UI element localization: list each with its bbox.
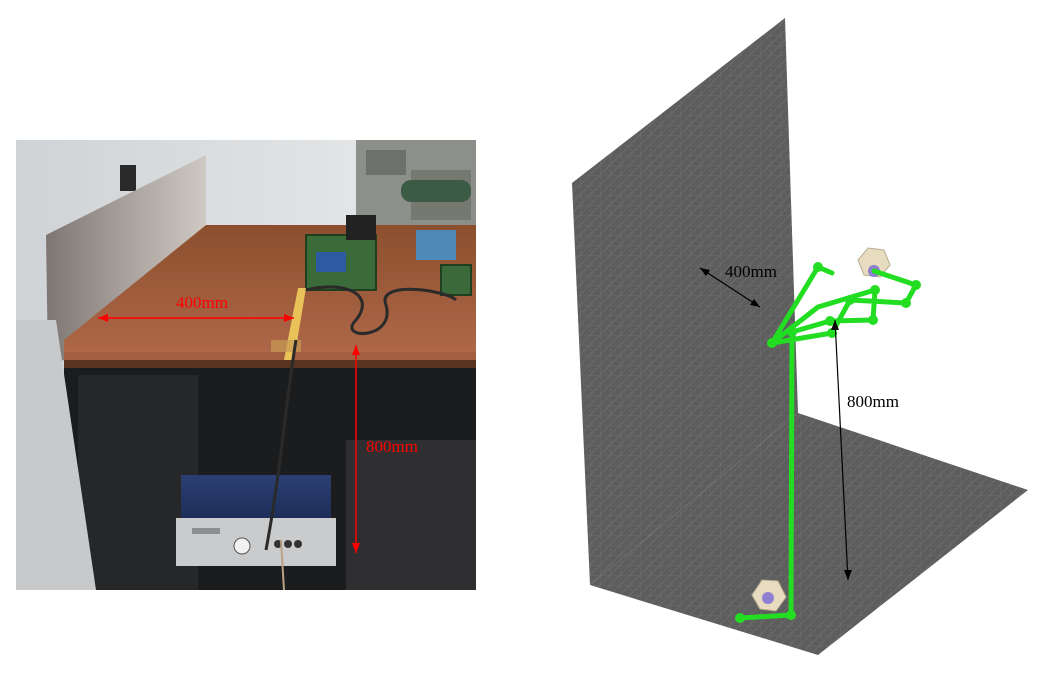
cable-on-desk bbox=[305, 285, 458, 335]
cable-nodes bbox=[735, 262, 921, 623]
connector-icon bbox=[233, 537, 251, 555]
vertical-cable bbox=[264, 339, 298, 551]
setup-photo: 400mm 800mm bbox=[16, 140, 476, 591]
wall-socket-icon bbox=[120, 165, 136, 191]
box-front-panel bbox=[176, 518, 336, 566]
photo-height-label: 800mm bbox=[366, 437, 418, 456]
vertical-ground-plane bbox=[572, 18, 798, 585]
photo-width-label: 400mm bbox=[176, 293, 228, 312]
interface-module bbox=[416, 230, 456, 260]
model-width-dimension-arrow bbox=[699, 267, 761, 308]
simulation-model: 400mm 800mm bbox=[560, 15, 1035, 665]
port-bottom-icon bbox=[762, 592, 774, 604]
measurement-box bbox=[181, 475, 331, 520]
horizontal-ground-plane bbox=[590, 413, 1028, 655]
setup-photo-illustration: 400mm 800mm bbox=[16, 140, 476, 591]
metal-ground-plane bbox=[46, 155, 206, 365]
port-box-top bbox=[857, 247, 891, 278]
simulation-model-view: 400mm 800mm bbox=[572, 18, 1028, 655]
model-width-label: 400mm bbox=[725, 262, 777, 281]
model-height-label: 800mm bbox=[847, 392, 899, 411]
model-height-dimension-arrow bbox=[834, 319, 849, 581]
